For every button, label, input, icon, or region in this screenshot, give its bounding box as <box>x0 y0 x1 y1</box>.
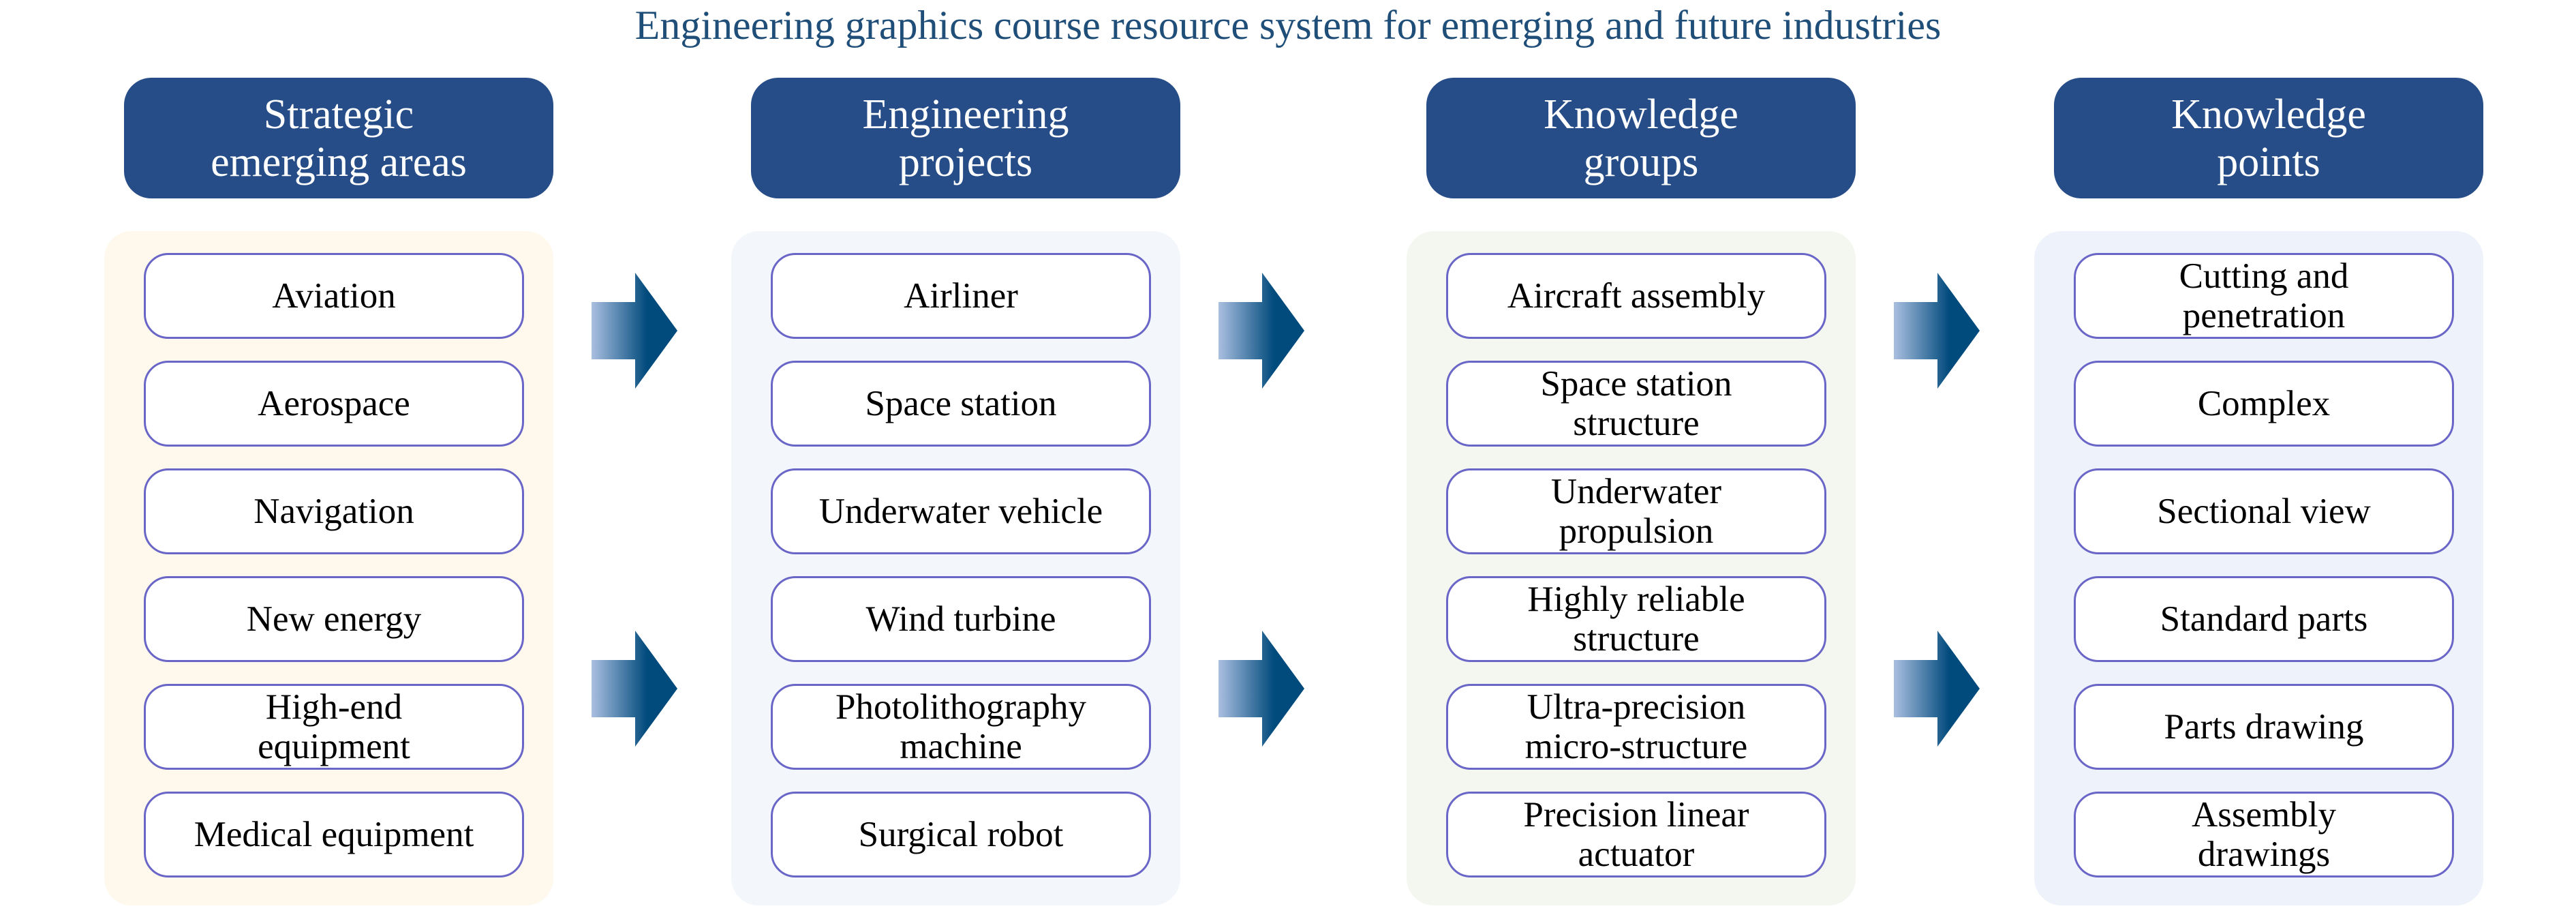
list-item: Surgical robot <box>771 792 1151 877</box>
list-item: Space station structure <box>1446 361 1826 447</box>
list-item: New energy <box>144 576 524 662</box>
list-item: Photolithography machine <box>771 684 1151 770</box>
list-item: Ultra-precision micro-structure <box>1446 684 1826 770</box>
list-item: Complex <box>2074 361 2454 447</box>
list-item: Parts drawing <box>2074 684 2454 770</box>
list-item: Assembly drawings <box>2074 792 2454 877</box>
list-item: Space station <box>771 361 1151 447</box>
list-item: Airliner <box>771 253 1151 339</box>
list-item: Sectional view <box>2074 468 2454 554</box>
header-knowledge-groups: Knowledge groups <box>1426 78 1856 198</box>
arrow-right-icon <box>1894 273 1980 389</box>
list-item: Cutting and penetration <box>2074 253 2454 339</box>
arrow-right-icon <box>592 273 677 389</box>
list-item: Wind turbine <box>771 576 1151 662</box>
list-item: Aerospace <box>144 361 524 447</box>
header-strategic-emerging-areas: Strategic emerging areas <box>124 78 553 198</box>
list-item: Navigation <box>144 468 524 554</box>
header-knowledge-points: Knowledge points <box>2054 78 2483 198</box>
list-item: Aircraft assembly <box>1446 253 1826 339</box>
header-engineering-projects: Engineering projects <box>751 78 1180 198</box>
list-item: Standard parts <box>2074 576 2454 662</box>
arrow-right-icon <box>1218 631 1304 747</box>
list-item: Highly reliable structure <box>1446 576 1826 662</box>
arrow-right-icon <box>1894 631 1980 747</box>
list-item: High-end equipment <box>144 684 524 770</box>
list-item: Aviation <box>144 253 524 339</box>
arrow-right-icon <box>1218 273 1304 389</box>
list-item: Precision linear actuator <box>1446 792 1826 877</box>
arrow-right-icon <box>592 631 677 747</box>
list-item: Underwater vehicle <box>771 468 1151 554</box>
list-item: Medical equipment <box>144 792 524 877</box>
list-item: Underwater propulsion <box>1446 468 1826 554</box>
diagram-title: Engineering graphics course resource sys… <box>634 3 1942 48</box>
